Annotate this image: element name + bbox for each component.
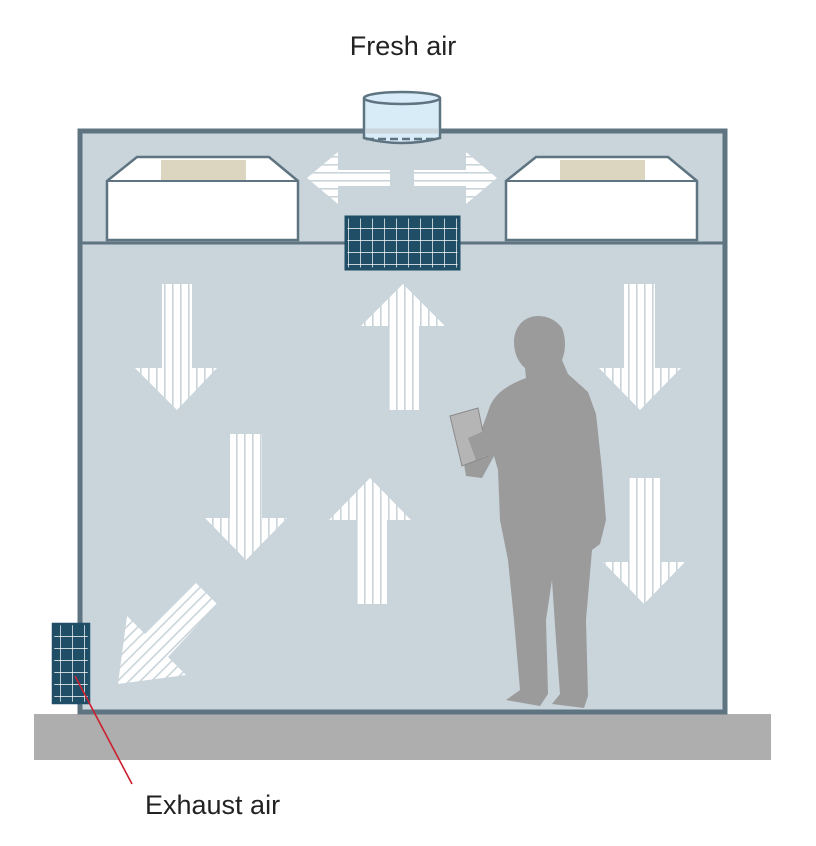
airflow-arrow-icon	[118, 583, 217, 684]
fresh-air-duct	[362, 90, 442, 145]
fresh-air-label: Fresh air	[350, 31, 457, 61]
grille-icon	[344, 215, 461, 271]
person-silhouette-icon	[462, 316, 606, 708]
airflow-arrow-icon	[603, 478, 685, 604]
airflow-arrow-icon	[361, 284, 445, 410]
exhaust-leader-line	[74, 675, 133, 785]
airflow-arrow-icon	[414, 152, 497, 204]
air-handling-unit-left	[105, 155, 300, 242]
air-handling-unit-right	[504, 155, 699, 242]
airflow-arrow-icon	[329, 478, 411, 604]
exhaust-air-label: Exhaust air	[145, 790, 280, 820]
floor	[34, 714, 771, 760]
airflow-arrow-icon	[205, 434, 287, 560]
clipboard	[449, 407, 494, 467]
filter-panel	[560, 160, 645, 180]
airflow-arrow-icon	[599, 284, 681, 410]
filter-panel	[161, 160, 246, 180]
airflow-arrow-icon	[135, 284, 217, 410]
airflow-arrow-icon	[307, 152, 390, 204]
